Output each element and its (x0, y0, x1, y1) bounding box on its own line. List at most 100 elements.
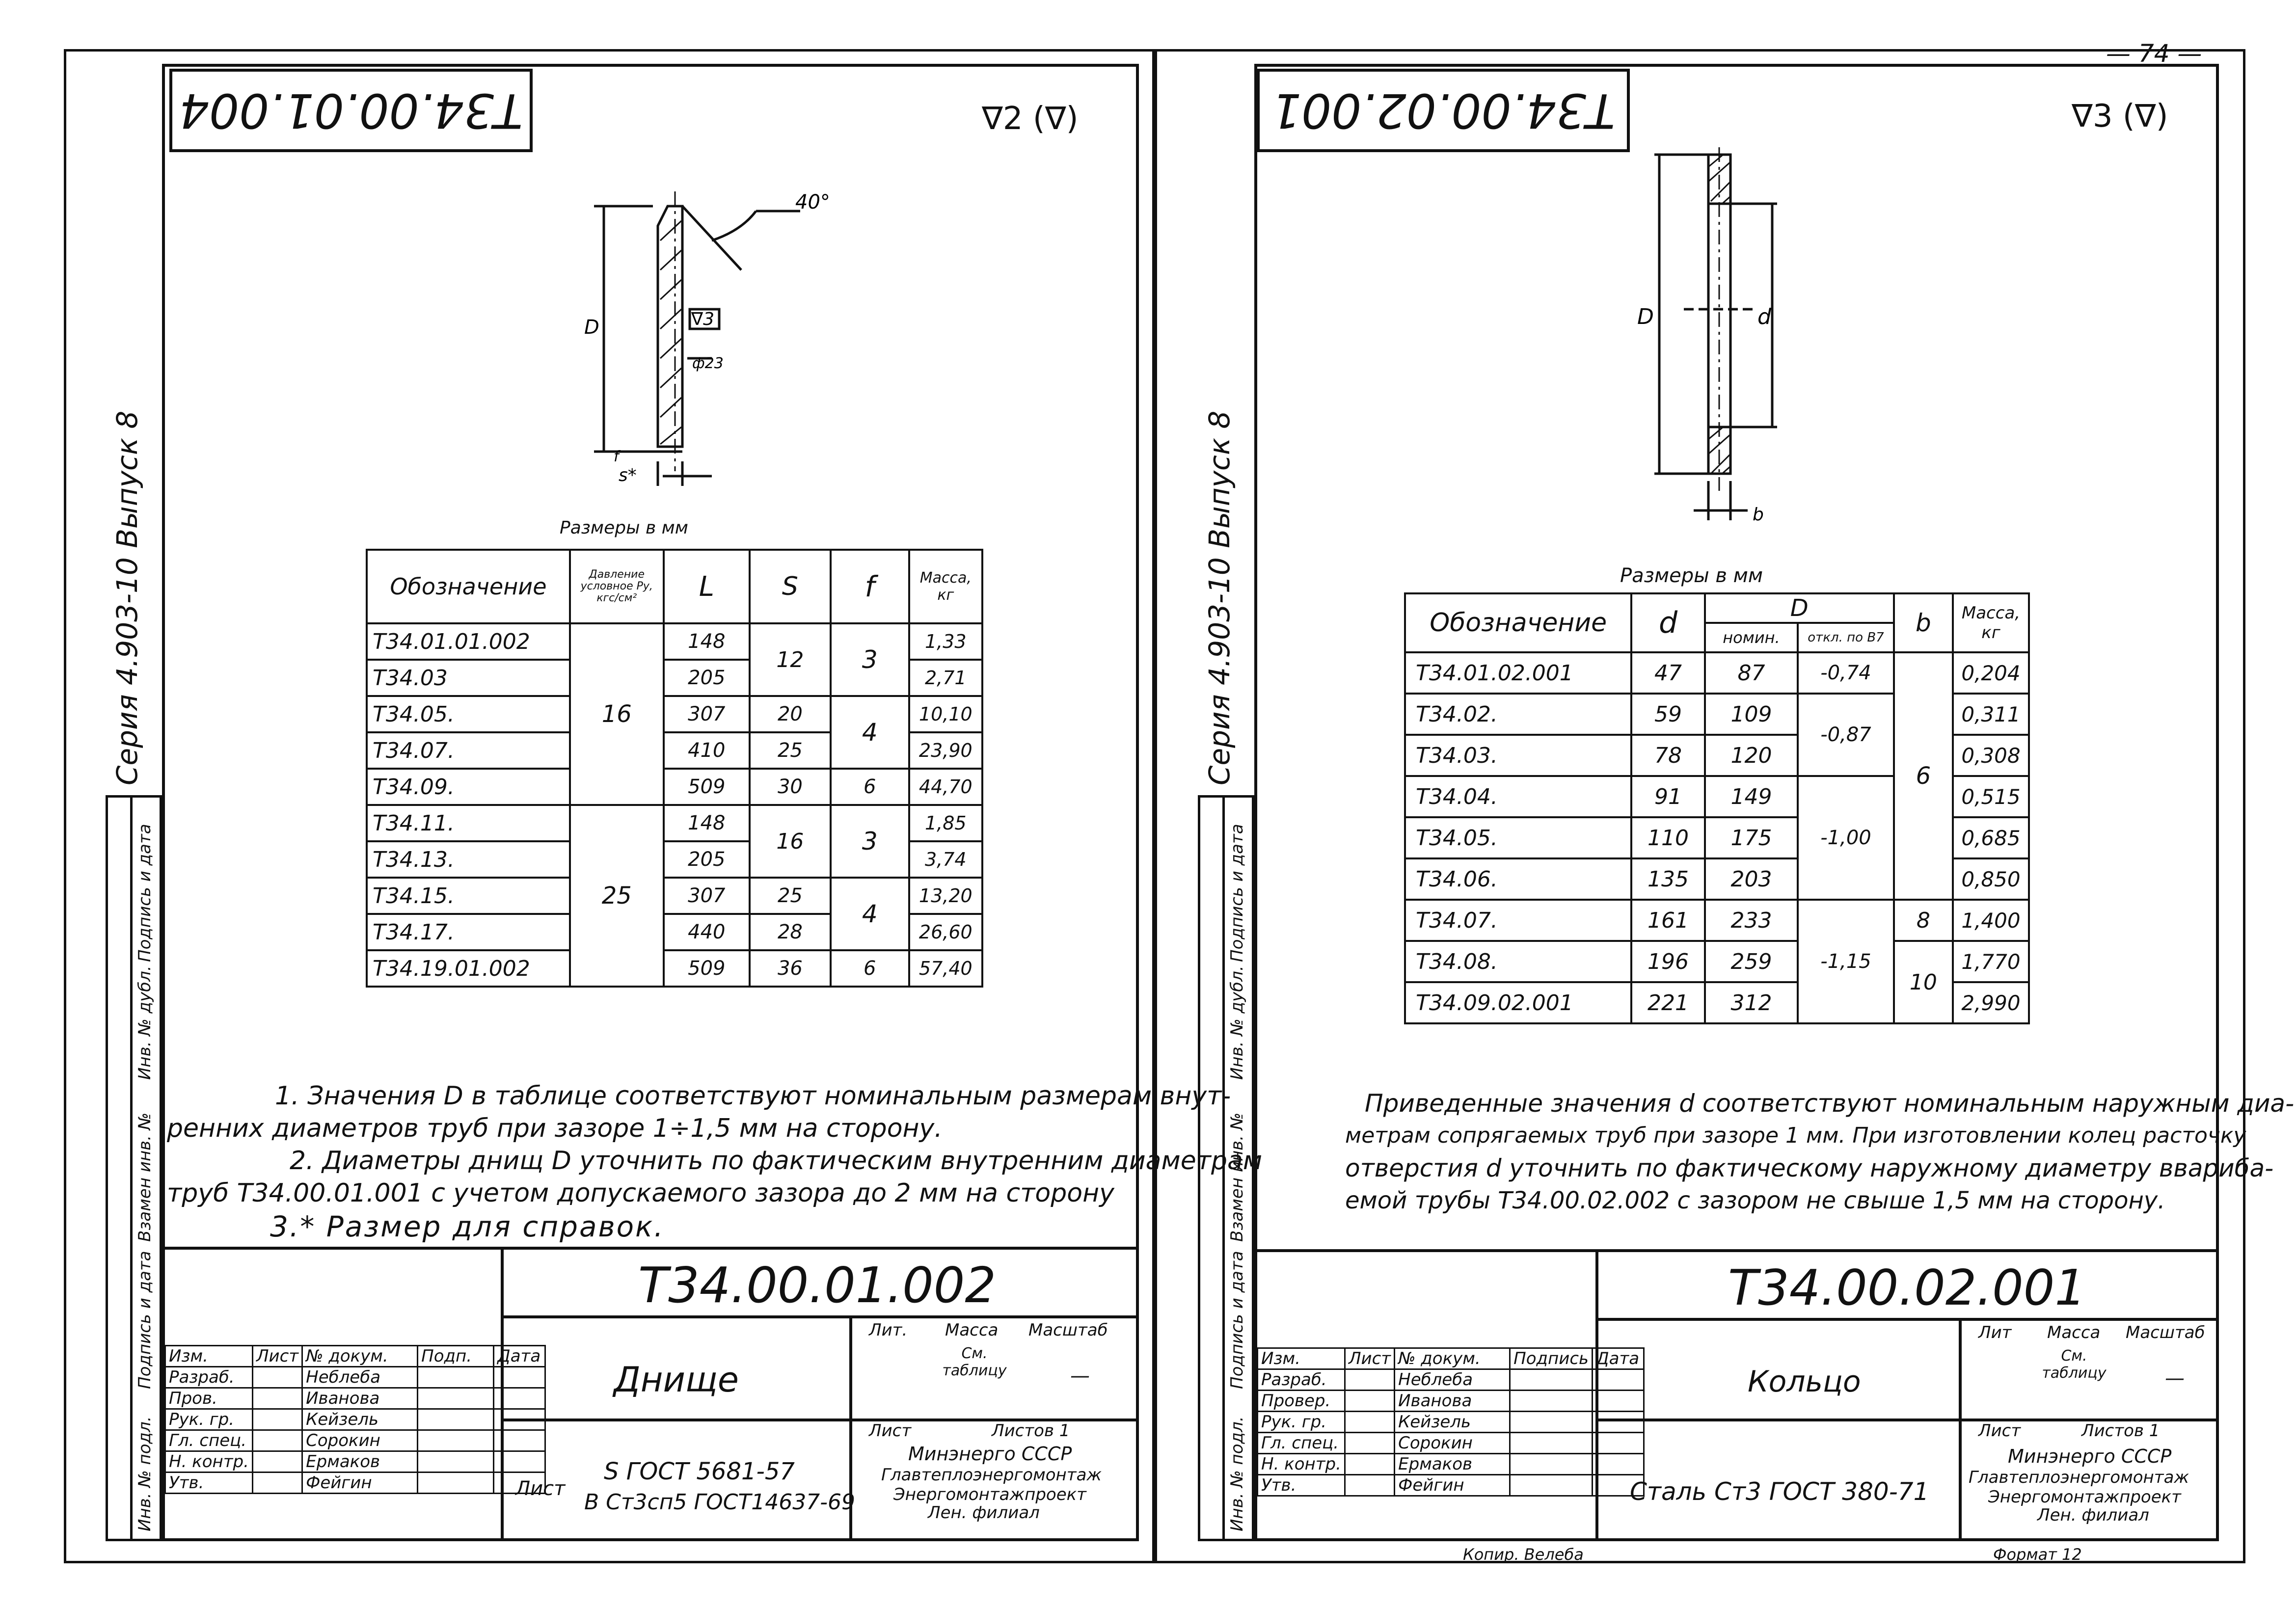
tb-cell: Изм. (164, 1345, 253, 1367)
right-side-label-1: Инв. № подл. (1227, 1416, 1247, 1531)
table-cell: Т34.06. (1404, 857, 1633, 901)
table-cell: -1,00 (1797, 775, 1895, 901)
left-tb-org-2: Главтеплоэнергомонтаж (881, 1465, 1102, 1485)
tb-cell: Ермаков (301, 1450, 419, 1473)
table-cell: Т34.03. (1404, 734, 1633, 777)
tb-cell (251, 1429, 303, 1452)
right-tb-mass-value: См. таблицу (2042, 1347, 2107, 1382)
left-tb-material-2: В Ст3сп5 ГОСТ14637-69 (584, 1490, 856, 1515)
tb-cell (1592, 1411, 1645, 1433)
tb-cell (1509, 1368, 1594, 1391)
tb-cell: Разраб. (164, 1366, 253, 1389)
tb-cell: Разраб. (1257, 1368, 1346, 1391)
right-th-designation: Обозначение (1404, 592, 1633, 653)
table-cell: 0,515 (1951, 775, 2030, 818)
table-cell: 6 (829, 768, 910, 806)
tb-cell: Изм. (1257, 1347, 1346, 1370)
table-cell: 440 (662, 913, 751, 951)
table-cell: 91 (1630, 775, 1706, 818)
table-cell: Т34.03 (366, 659, 571, 697)
tb-cell (1344, 1411, 1396, 1433)
right-copied-by: Копир. Велеба (1463, 1545, 1584, 1564)
right-stamp-code-text: Т34.00.02.001 (1271, 83, 1615, 138)
tb-cell (493, 1387, 546, 1410)
table-cell: 307 (662, 877, 751, 915)
right-tb-material: Сталь Ст3 ГОСТ 380-71 (1630, 1477, 1929, 1506)
tb-cell: Сорокин (1394, 1432, 1511, 1454)
table-cell: 57,40 (908, 949, 984, 988)
left-stamp-code: Т34.00.01.004 (169, 69, 533, 152)
tb-cell: Подпись (1509, 1347, 1594, 1370)
right-sheet-inner-frame (1254, 64, 2219, 1541)
left-tb-scale-value: — (1070, 1365, 1090, 1387)
tb-cell (251, 1387, 303, 1410)
table-cell: 221 (1630, 981, 1706, 1024)
right-spec-table: Обозначение d D b Масса, кг номин. откл.… (1404, 592, 2030, 1024)
table-cell: 30 (748, 768, 832, 806)
tb-cell: Лист (1344, 1347, 1396, 1370)
table-cell: 410 (662, 731, 751, 770)
table-cell: 44,70 (908, 768, 984, 806)
right-side-label-5: Подпись и дата (1227, 824, 1247, 962)
table-cell: 12 (748, 622, 832, 697)
tb-cell (417, 1387, 495, 1410)
table-cell: 110 (1630, 816, 1706, 859)
left-tb-mass: Масса (945, 1320, 999, 1340)
table-cell: 149 (1703, 775, 1799, 818)
tb-cell (417, 1472, 495, 1494)
left-side-label-1: Инв. № подл. (135, 1416, 155, 1531)
table-cell: Т34.01.01.002 (366, 622, 571, 661)
left-th-L: L (662, 549, 751, 624)
tb-cell (417, 1366, 495, 1389)
tb-cell (1592, 1453, 1645, 1475)
table-cell: 0,204 (1951, 651, 2030, 695)
tb-cell (1592, 1368, 1645, 1391)
tb-cell (1344, 1368, 1396, 1391)
table-cell: 28 (748, 913, 832, 951)
table-cell: Т34.04. (1404, 775, 1633, 818)
left-th-f: f (829, 549, 910, 624)
left-part-drawing: 40° D ∇3 ф23 s* f (584, 191, 830, 486)
tb-cell (493, 1450, 546, 1473)
tb-cell: Н. контр. (1257, 1453, 1346, 1475)
tb-cell (1509, 1411, 1594, 1433)
table-cell: 4 (829, 695, 910, 770)
left-tb-hline (501, 1315, 1139, 1318)
left-th-S: S (748, 549, 832, 624)
right-sheet-outer-frame (1155, 49, 2245, 1563)
table-cell: Т34.01.02.001 (1404, 651, 1633, 695)
right-tb-scale: Масштаб (2126, 1323, 2205, 1342)
table-cell: 2,71 (908, 659, 984, 697)
table-cell: 25 (748, 731, 832, 770)
left-tb-org-3: Энергомонтажпроект (893, 1485, 1086, 1504)
tb-cell (251, 1366, 303, 1389)
right-side-label-4: Инв. № дубл. (1227, 965, 1247, 1080)
table-cell: Т34.02. (1404, 693, 1633, 736)
right-tb-hline (1595, 1318, 2219, 1321)
right-th-nominal: номин. (1703, 622, 1799, 653)
table-cell: Т34.07. (1404, 899, 1633, 942)
tb-cell: № докум. (301, 1345, 419, 1367)
tb-cell: Н. контр. (164, 1450, 253, 1473)
right-drawing-dim-b: b (1753, 505, 1764, 525)
tb-cell (493, 1366, 546, 1389)
table-cell: Т34.09.02.001 (1404, 981, 1633, 1024)
table-cell: 36 (748, 949, 832, 988)
right-side-label-3: Взамен инв. № (1227, 1112, 1247, 1242)
right-th-mass: Масса, кг (1951, 592, 2030, 653)
table-cell: 135 (1630, 857, 1706, 901)
table-cell: Т34.11. (366, 804, 571, 842)
table-cell: 20 (748, 695, 832, 733)
table-cell: 3 (829, 622, 910, 697)
left-th-mass: Масса, кг (908, 549, 984, 624)
right-tb-vline (1959, 1321, 1962, 1541)
table-cell: -1,15 (1797, 899, 1895, 1024)
left-tb-sheet: Лист (869, 1421, 912, 1441)
table-cell: 175 (1703, 816, 1799, 859)
right-title-block (1257, 1249, 2219, 1541)
table-cell: 23,90 (908, 731, 984, 770)
right-tb-mass: Масса (2047, 1323, 2101, 1342)
left-tb-vline (849, 1318, 852, 1541)
left-tb-code: Т34.00.01.002 (638, 1257, 997, 1314)
tb-cell (417, 1408, 495, 1431)
